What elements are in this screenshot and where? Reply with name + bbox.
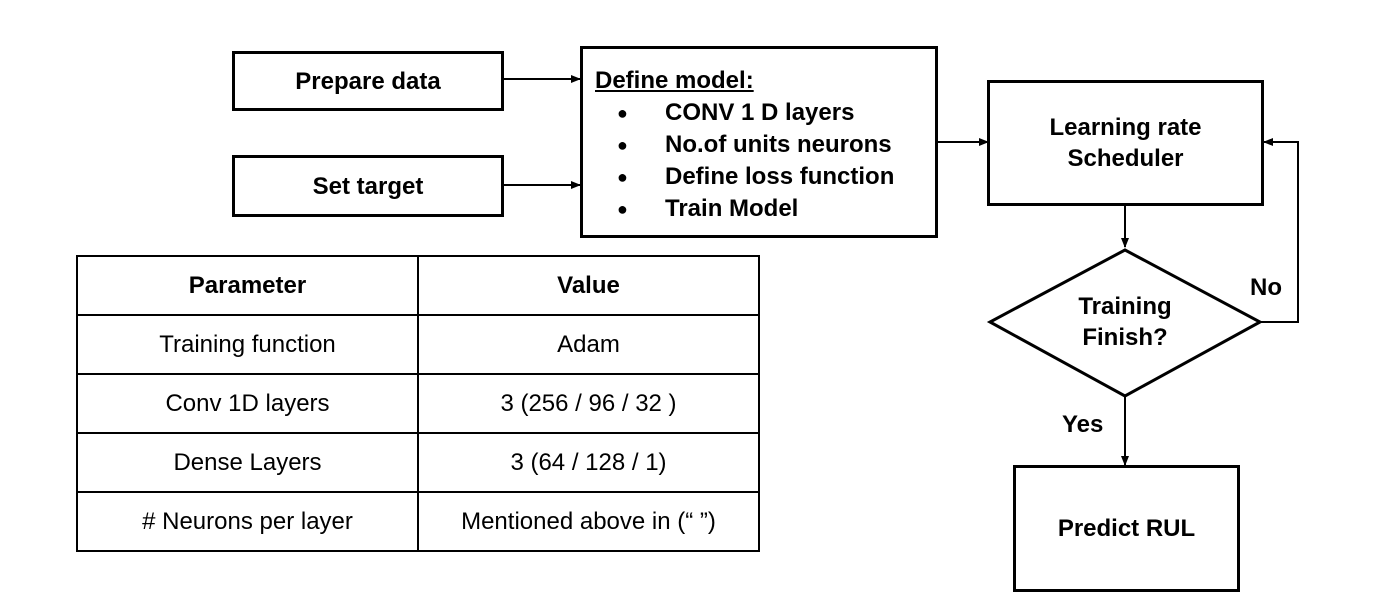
define-model-item: Define loss function — [595, 161, 935, 193]
lr-scheduler-line2: Scheduler — [1067, 145, 1184, 172]
decision-label: Training Finish? — [1045, 290, 1205, 354]
define-model-title: Define model: — [595, 67, 754, 94]
lr-scheduler-line1: Learning rate — [1049, 114, 1202, 141]
table-cell-value: Adam — [417, 314, 760, 375]
define-model-item: No.of units neurons — [595, 129, 935, 161]
table-cell-parameter: Dense Layers — [76, 432, 419, 493]
table-header-row: Parameter Value — [76, 255, 760, 316]
table-cell-value: 3 (64 / 128 / 1) — [417, 432, 760, 493]
prepare-data-box: Prepare data — [232, 51, 504, 111]
no-edge-label: No — [1250, 274, 1282, 301]
decision-line2: Finish? — [1082, 324, 1168, 351]
define-model-box: Define model: CONV 1 D layers No.of unit… — [580, 46, 938, 238]
define-model-list: CONV 1 D layers No.of units neurons Defi… — [595, 97, 935, 225]
set-target-label: Set target — [312, 172, 424, 200]
arrow-decision-no-loop — [1260, 138, 1299, 323]
parameter-table: Parameter Value Training function Adam C… — [76, 255, 760, 552]
lr-scheduler-box: Learning rate Scheduler — [987, 80, 1264, 206]
table-header-parameter: Parameter — [76, 255, 419, 316]
table-row: Dense Layers 3 (64 / 128 / 1) — [76, 432, 760, 493]
table-row: # Neurons per layer Mentioned above in (… — [76, 491, 760, 552]
table-header-value: Value — [417, 255, 760, 316]
lr-scheduler-label: Learning rate Scheduler — [1049, 112, 1201, 174]
define-model-item: CONV 1 D layers — [595, 97, 935, 129]
predict-rul-label: Predict RUL — [1057, 515, 1196, 542]
table-row: Training function Adam — [76, 314, 760, 375]
predict-rul-box: Predict RUL — [1013, 465, 1240, 592]
yes-edge-label: Yes — [1062, 411, 1104, 438]
table-cell-parameter: Training function — [76, 314, 419, 375]
table-row: Conv 1D layers 3 (256 / 96 / 32 ) — [76, 373, 760, 434]
define-model-item: Train Model — [595, 193, 935, 225]
prepare-data-label: Prepare data — [295, 67, 441, 95]
table-cell-value: 3 (256 / 96 / 32 ) — [417, 373, 760, 434]
table-cell-parameter: Conv 1D layers — [76, 373, 419, 434]
table-cell-value: Mentioned above in (“ ”) — [417, 491, 760, 552]
decision-line1: Training — [1078, 293, 1172, 320]
set-target-box: Set target — [232, 155, 504, 217]
table-cell-parameter: # Neurons per layer — [76, 491, 419, 552]
